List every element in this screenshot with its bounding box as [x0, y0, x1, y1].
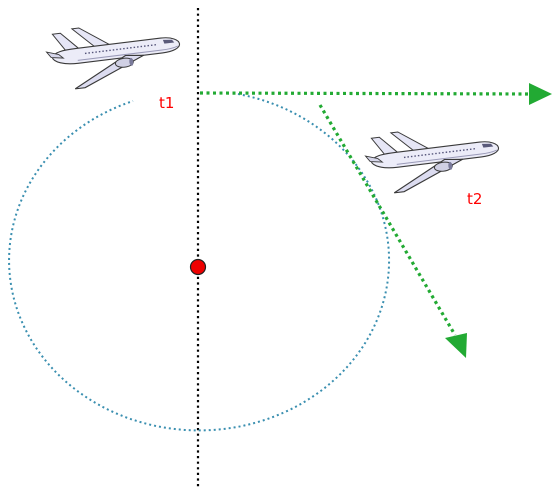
center-point: [189, 258, 207, 276]
label-t2: t2: [467, 190, 482, 208]
velocity-arrowhead-t2: [445, 333, 467, 358]
circular-path: [8, 93, 391, 432]
airplane-icon: [43, 15, 185, 93]
velocity-arrowhead-t1: [529, 83, 552, 105]
airplane-icon: [362, 119, 504, 197]
label-t1: t1: [159, 94, 174, 112]
velocity-arrow-t2: [318, 104, 457, 336]
velocity-arrow-t1: [199, 91, 529, 96]
